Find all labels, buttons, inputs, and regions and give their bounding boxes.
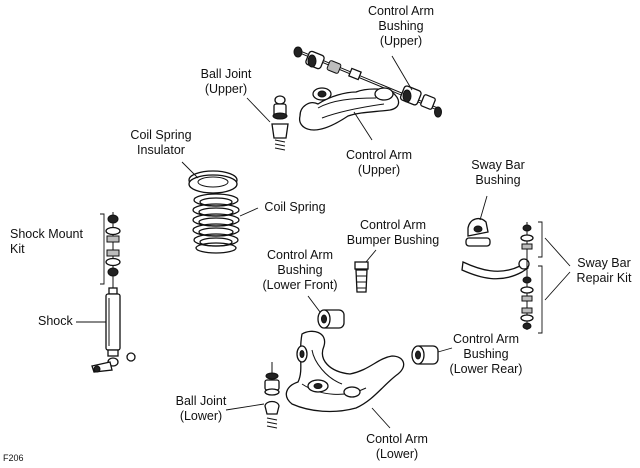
- lower-ball-joint-part: [264, 362, 280, 429]
- label-line: (Lower Rear): [449, 362, 523, 376]
- label-ball-joint-lower: Ball Joint (Lower): [170, 394, 232, 424]
- label-sway-bar-bushing: Sway Bar Bushing: [466, 158, 530, 188]
- label-line: Control Arm: [346, 148, 412, 162]
- label-line: (Lower): [375, 447, 419, 461]
- label-control-arm-bushing-lower-front: Control Arm Bushing (Lower Front): [260, 248, 340, 293]
- label-line: Control Arm: [368, 4, 434, 18]
- upper-control-arm-bushing-part: [293, 46, 442, 118]
- leader-lines: [76, 55, 571, 429]
- label-line: Control Arm: [453, 332, 519, 346]
- label-line: Coil Spring: [264, 200, 326, 214]
- label-line: Insulator: [137, 143, 185, 157]
- label-line: Shock: [38, 314, 73, 328]
- label-line: (Lower): [179, 409, 223, 423]
- label-line: Bushing: [277, 263, 323, 277]
- label-line: (Lower Front): [262, 278, 338, 292]
- label-line: Bushing: [378, 19, 424, 33]
- sway-bar-part: [461, 258, 530, 280]
- upper-ball-joint-part: [271, 95, 289, 151]
- label-shock: Shock: [38, 314, 78, 329]
- label-shock-mount-kit: Shock Mount Kit: [10, 227, 90, 257]
- label-line: Control Arm: [267, 248, 333, 262]
- coil-spring-insulator-part: [188, 170, 238, 194]
- label-line: Bushing: [475, 173, 521, 187]
- label-control-arm-bushing-lower-rear: Control Arm Bushing (Lower Rear): [446, 332, 526, 377]
- label-control-arm-lower: Contol Arm (Lower): [360, 432, 434, 462]
- label-line: Bushing: [463, 347, 509, 361]
- sway-bar-bushing-part: [465, 217, 491, 247]
- label-line: Sway Bar: [577, 256, 631, 270]
- label-line: Shock Mount: [10, 227, 83, 241]
- label-line: Ball Joint: [200, 67, 252, 81]
- label-line: Control Arm: [360, 218, 426, 232]
- label-line: (Upper): [204, 82, 248, 96]
- upper-control-arm-part: [298, 87, 400, 131]
- label-line: (Upper): [357, 163, 401, 177]
- label-control-arm-bumper-bushing: Control Arm Bumper Bushing: [344, 218, 442, 248]
- coil-spring-part: [192, 193, 240, 254]
- label-line: Coil Spring: [130, 128, 192, 142]
- label-line: Contol Arm: [366, 432, 428, 446]
- lower-front-bushing-part: [317, 309, 345, 329]
- label-line: Repair Kit: [576, 271, 632, 285]
- shock-absorber-part: [91, 284, 136, 373]
- lower-control-arm-part: [285, 330, 405, 413]
- label-control-arm-upper: Control Arm (Upper): [340, 148, 418, 178]
- label-line: Bumper Bushing: [346, 233, 440, 247]
- shock-mount-kit-part: [100, 212, 121, 285]
- label-line: (Upper): [379, 34, 423, 48]
- label-coil-spring: Coil Spring: [260, 200, 330, 215]
- sway-bar-repair-kit-part: [520, 221, 543, 334]
- lower-rear-bushing-part: [411, 345, 439, 365]
- bumper-bushing-part: [354, 261, 369, 293]
- label-line: Sway Bar: [471, 158, 525, 172]
- label-coil-spring-insulator: Coil Spring Insulator: [122, 128, 200, 158]
- label-line: Ball Joint: [175, 394, 227, 408]
- label-ball-joint-upper: Ball Joint (Upper): [192, 67, 260, 97]
- label-control-arm-bushing-upper: Control Arm Bushing (Upper): [358, 4, 444, 49]
- label-line: Kit: [10, 242, 25, 256]
- figure-id: F206: [3, 453, 24, 463]
- label-sway-bar-repair-kit: Sway Bar Repair Kit: [572, 256, 636, 286]
